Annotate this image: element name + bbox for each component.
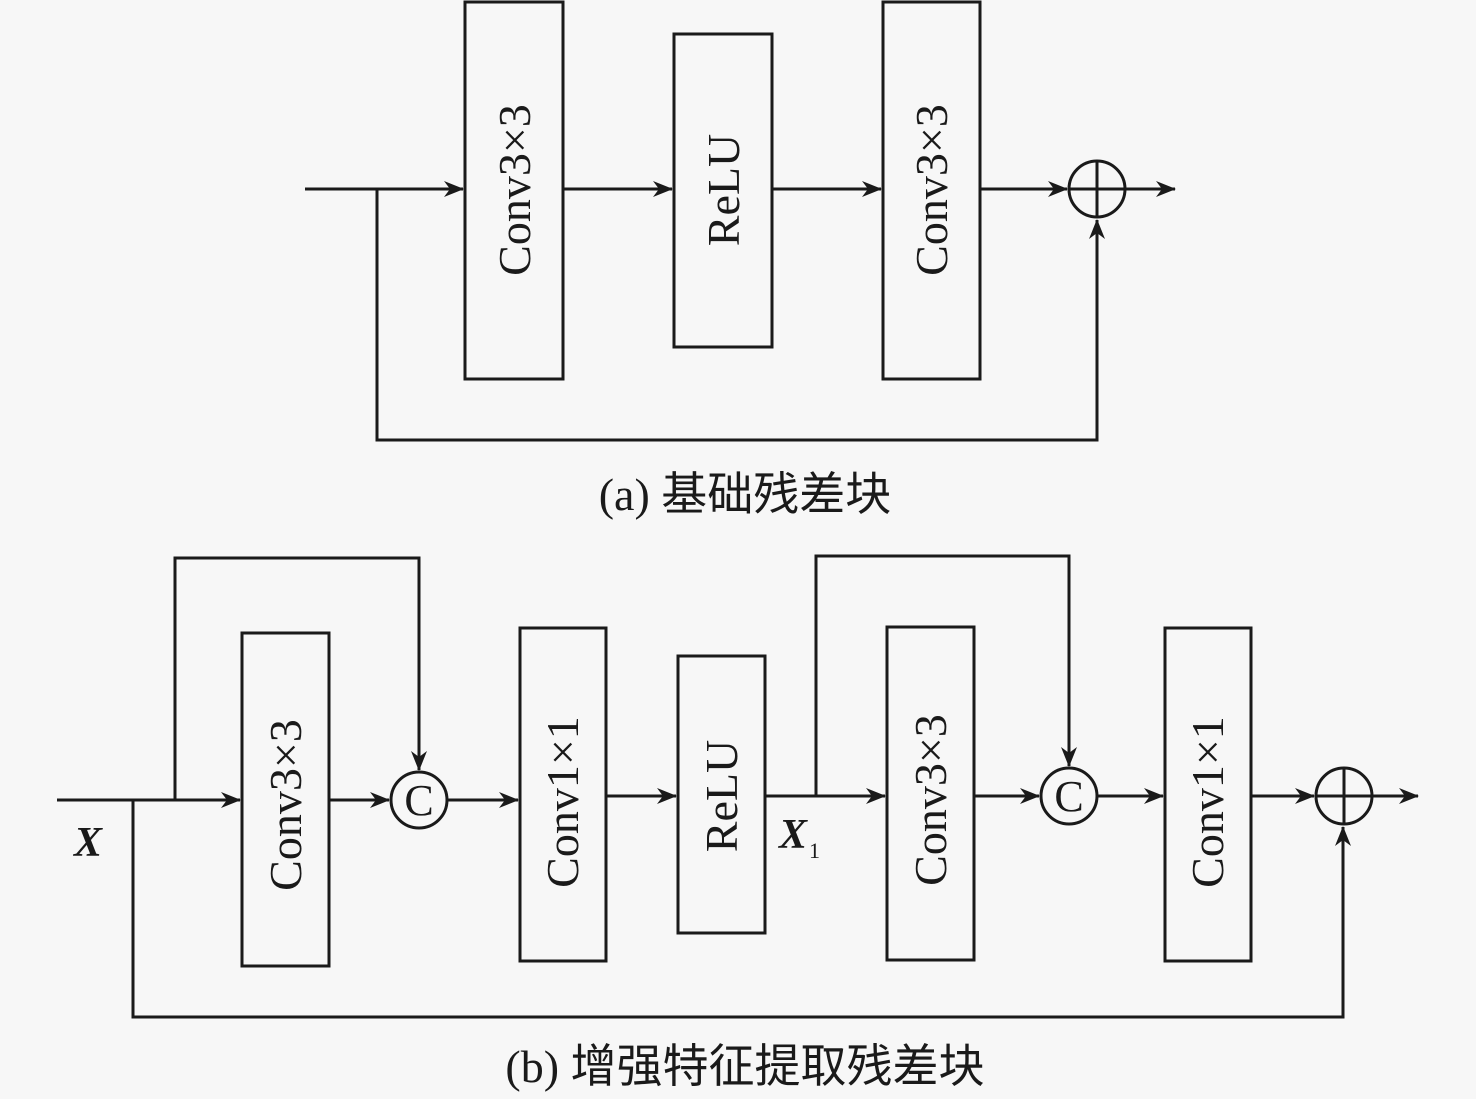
b-intermediate-label: X1 [777,812,820,863]
diagram-b: Conv3×3 Conv1×1 ReLU Conv3×3 Conv1×1 C C [57,554,1419,1092]
a-block-label: Conv3×3 [489,104,540,276]
b-caption: (b) 增强特征提取残差块 [505,1041,984,1092]
b-concat-icon-1: C [389,770,449,830]
a-caption: (a) 基础残差块 [599,469,892,520]
b-block-relu: ReLU [676,654,767,935]
b-block-label: Conv3×3 [905,714,956,886]
a-skip-connection [375,189,1105,442]
b-block-conv1x1-2: Conv1×1 [1163,626,1253,963]
b-input-label: X [72,820,103,866]
b-intermediate-subscript: 1 [809,838,820,863]
a-block-conv3x3-1: Conv3×3 [463,0,565,381]
b-block-conv3x3-1: Conv3×3 [240,631,331,968]
b-block-conv1x1-1: Conv1×1 [518,626,608,963]
b-block-label: Conv1×1 [537,716,588,888]
b-block-label: Conv1×1 [1182,716,1233,888]
b-dense-skip-2 [814,554,1077,796]
a-block-label: ReLU [698,134,749,246]
a-add-icon [1067,159,1127,219]
b-block-label: ReLU [696,740,747,852]
concat-symbol: C [404,776,433,825]
a-block-conv3x3-2: Conv3×3 [881,0,982,381]
a-block-label: Conv3×3 [906,104,957,276]
b-dense-skip-1 [173,556,427,800]
b-intermediate-main: X [777,812,808,858]
b-block-label: Conv3×3 [260,719,311,891]
b-concat-icon-2: C [1039,766,1099,826]
a-block-relu: ReLU [672,32,774,349]
b-residual-skip [131,800,1351,1019]
concat-symbol: C [1054,772,1083,821]
b-add-icon [1314,766,1374,826]
diagram-a: Conv3×3 ReLU Conv3×3 (a) 基础残差块 [305,0,1176,520]
b-block-conv3x3-2: Conv3×3 [885,625,976,962]
